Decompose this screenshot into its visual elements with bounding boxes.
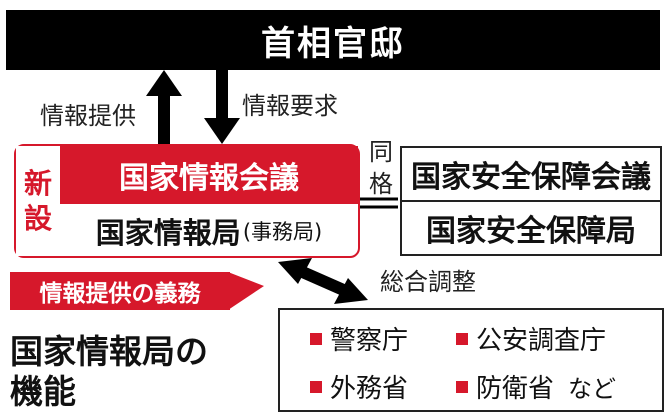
- agency-item: 防衛省など: [456, 368, 616, 405]
- bullet-square-icon: [310, 380, 322, 393]
- bullet-square-icon: [456, 380, 468, 393]
- new-establishment-marker: 新 設: [16, 146, 60, 256]
- bureau-functions-title: 国家情報局の 機能: [10, 332, 208, 411]
- info-request-arrow: [204, 70, 240, 144]
- national-security-secretariat: 国家安全保障局: [400, 200, 662, 256]
- national-intelligence-council: 国家情報会議: [60, 146, 358, 204]
- coordination-arrow: [278, 258, 368, 304]
- bullet-square-icon: [456, 332, 468, 345]
- info-provision-arrow: [146, 70, 182, 144]
- secretariat-note: (事務局): [242, 220, 323, 244]
- duty-to-provide-info-label: 情報提供の義務: [10, 272, 230, 310]
- prime-minister-office-bar: 首相官邸: [6, 10, 660, 70]
- info-provision-label: 情報提供: [40, 102, 136, 130]
- duty-pointer: [228, 272, 264, 310]
- related-agencies-box: 警察庁 公安調査庁 外務省 防衛省など: [278, 308, 664, 412]
- same-rank-connector: [360, 197, 398, 209]
- agency-item: 外務省: [310, 368, 408, 405]
- bullet-square-icon: [310, 332, 322, 345]
- national-intelligence-bureau: 国家情報局(事務局): [95, 216, 323, 250]
- national-security-council: 国家安全保障会議: [400, 146, 662, 202]
- info-request-label: 情報要求: [242, 92, 338, 120]
- etc-label: など: [568, 375, 617, 403]
- agency-item: 警察庁: [310, 320, 408, 357]
- same-rank-label: 同 格: [369, 138, 393, 199]
- coordination-label: 総合調整: [380, 268, 476, 296]
- prime-minister-office-label: 首相官邸: [261, 23, 405, 64]
- agency-item: 公安調査庁: [456, 320, 606, 357]
